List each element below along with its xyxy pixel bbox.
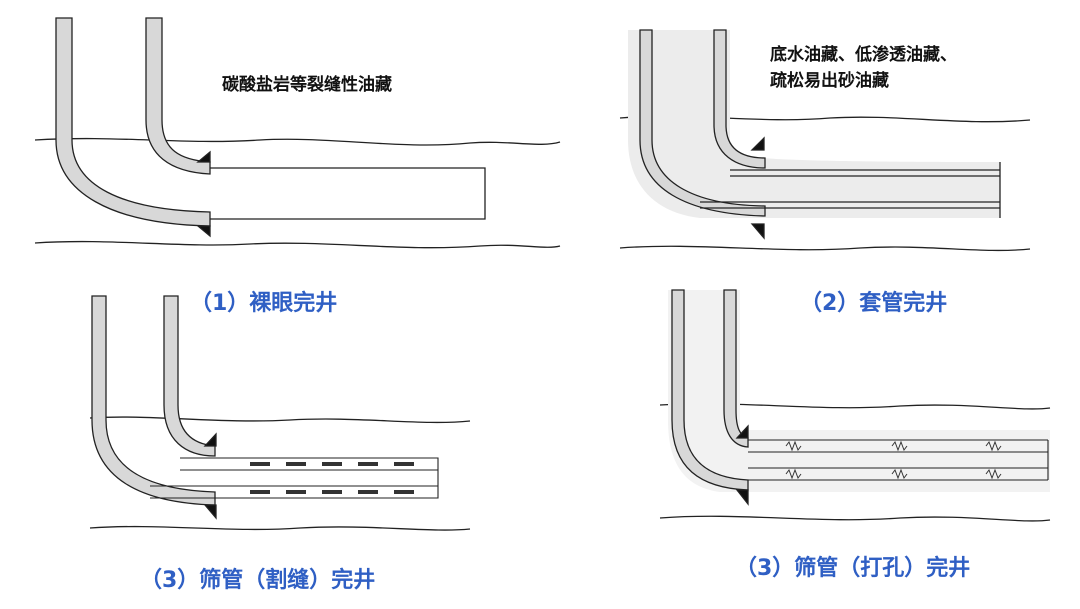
pipe-inner-wall	[723, 289, 749, 448]
casing-shoe-bottom	[735, 489, 749, 506]
perforation-marks	[785, 440, 1002, 480]
panel-2-note-line2: 疏松易出砂油藏	[770, 71, 889, 91]
perforated-liner-tube	[748, 439, 1049, 481]
panel-2-caption: （2）套管完井	[800, 291, 948, 316]
outer-casing	[639, 29, 766, 217]
casing-shoe-bottom	[196, 225, 211, 238]
pipe-outer-wall	[91, 295, 216, 506]
slotted-liner-tube	[150, 457, 439, 499]
pipe-outer-wall	[55, 17, 211, 227]
formation-top-line	[34, 137, 561, 146]
casing-shoe-top	[203, 432, 217, 447]
panel-4-perforated-liner	[659, 289, 1051, 522]
inner-casing	[713, 29, 766, 169]
casing-shoe-bottom	[203, 504, 217, 520]
liner-slots	[250, 462, 414, 494]
liner-top	[730, 169, 1000, 177]
cement-sheath	[668, 290, 1050, 492]
panel-2-note-line1: 底水油藏、低渗透油藏、	[770, 45, 957, 65]
panel-3-slotted-liner	[89, 295, 471, 531]
panel-4-caption: （3）筛管（打孔）完井	[735, 556, 971, 581]
casing-shoe-top	[196, 150, 211, 163]
casing-shoe-top	[735, 424, 749, 439]
pipe-inner-wall	[163, 295, 216, 457]
casing-shoe-bottom	[750, 223, 765, 240]
liner-bottom	[700, 201, 1000, 209]
panel-1-open-hole	[34, 17, 561, 249]
panel-1-caption: （1）裸眼完井	[190, 291, 338, 316]
panel-2-cased-hole	[619, 29, 1031, 252]
formation-bottom-line	[659, 515, 1051, 522]
open-hole-section	[210, 167, 486, 220]
pipe-inner-wall	[145, 17, 211, 175]
casing-shoe-top	[750, 136, 765, 151]
formation-top-line	[89, 416, 471, 424]
formation-bottom-line	[34, 240, 561, 249]
panel-3-caption: （3）筛管（割缝）完井	[140, 568, 376, 593]
formation-bottom-line	[89, 525, 471, 531]
panel-1-note: 碳酸盐岩等裂缝性油藏	[222, 75, 392, 95]
pipe-outer-wall	[671, 289, 749, 491]
formation-bottom-line	[619, 245, 1031, 252]
